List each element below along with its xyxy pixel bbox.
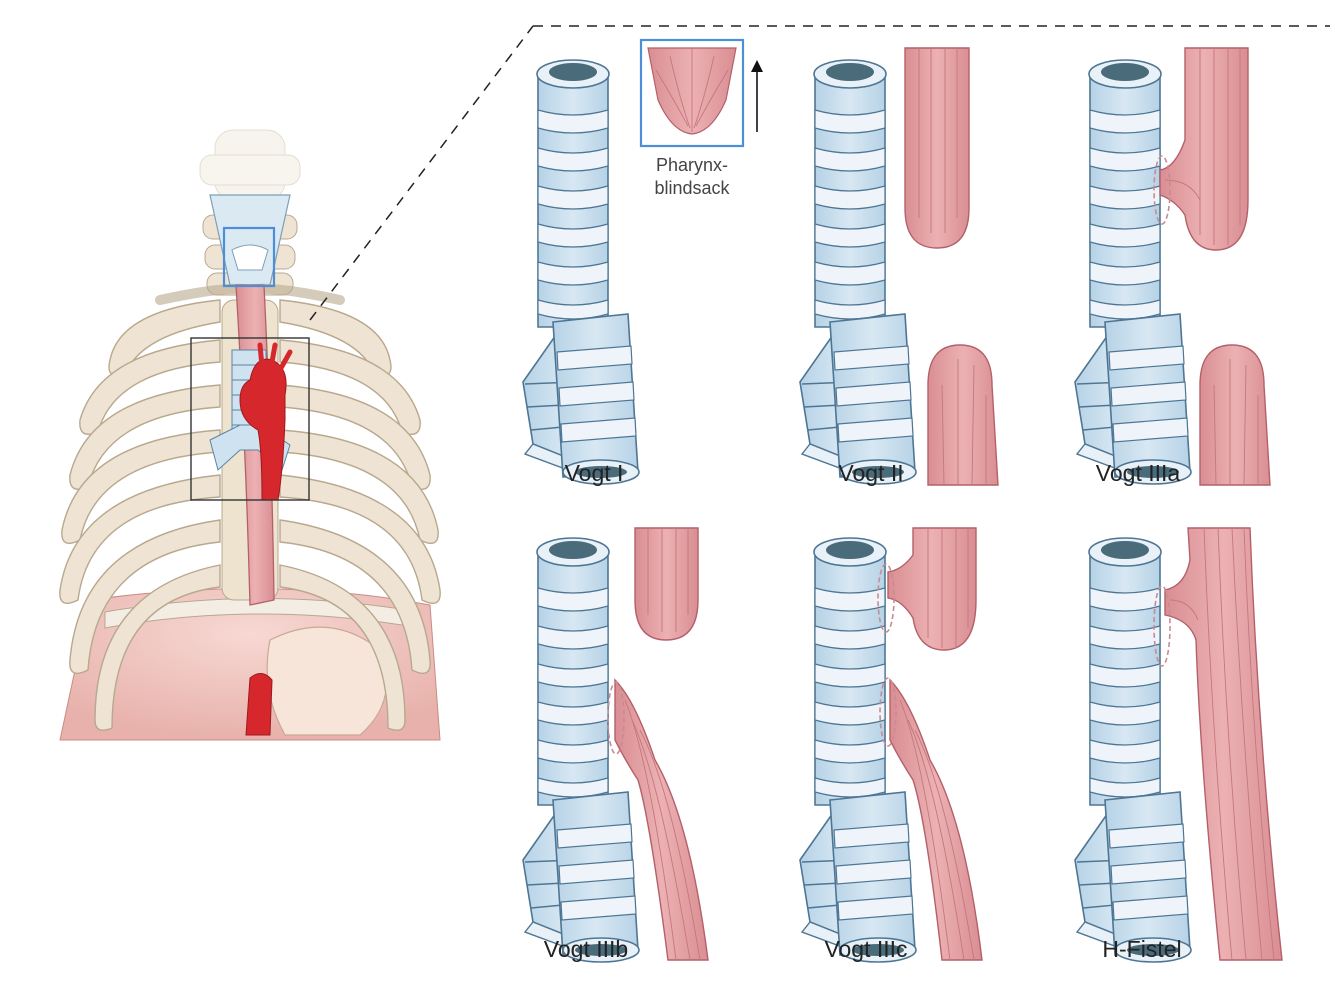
- panel-vogt-1: [522, 59, 640, 485]
- larynx-highlight-box: [222, 226, 276, 288]
- panel-label-vogt-3b: Vogt IIIb: [543, 936, 629, 962]
- upward-arrow-icon: [751, 60, 763, 132]
- panel-label-vogt-3c: Vogt IIIc: [824, 936, 908, 962]
- zoom-callout-lines: [309, 25, 1330, 321]
- stomach: [266, 626, 388, 736]
- pharynx-inset: [639, 38, 763, 148]
- panel-label-h-fistel: H-Fistel: [1102, 936, 1182, 962]
- ribcage: [59, 283, 441, 731]
- panel-label-vogt-2: Vogt II: [838, 460, 904, 486]
- pharynx-label: Pharynx- blindsack: [630, 154, 754, 200]
- larynx: [209, 194, 291, 286]
- thorax-illustration: [59, 129, 441, 741]
- trachea-highlight-box: [190, 337, 310, 501]
- continuous-esophagus-with-h-fistula: [1153, 527, 1283, 961]
- cervical-spine: [199, 129, 301, 201]
- upper-esophageal-pouch: [634, 527, 699, 641]
- panel-vogt-3c: [799, 527, 983, 963]
- panel-vogt-3a: [1074, 47, 1271, 486]
- aorta-abdominal: [245, 673, 273, 736]
- panel-vogt-3b: [522, 527, 709, 963]
- lower-pouch-with-fistula: [607, 678, 709, 961]
- panel-label-vogt-3a: Vogt IIIa: [1095, 460, 1181, 486]
- upper-esophageal-pouch: [904, 47, 970, 249]
- pharynx-label-line2: blindsack: [654, 178, 730, 198]
- upper-pouch-with-fistula: [1153, 47, 1249, 251]
- pharynx-label-line1: Pharynx-: [655, 155, 729, 175]
- panel-h-fistel: [1074, 527, 1283, 963]
- upper-pouch-with-fistula: [877, 527, 977, 651]
- lower-esophageal-pouch: [927, 344, 999, 486]
- panel-label-vogt-1: Vogt I: [564, 460, 624, 486]
- panel-vogt-2: [799, 47, 999, 486]
- lower-pouch-with-fistula: [879, 677, 983, 961]
